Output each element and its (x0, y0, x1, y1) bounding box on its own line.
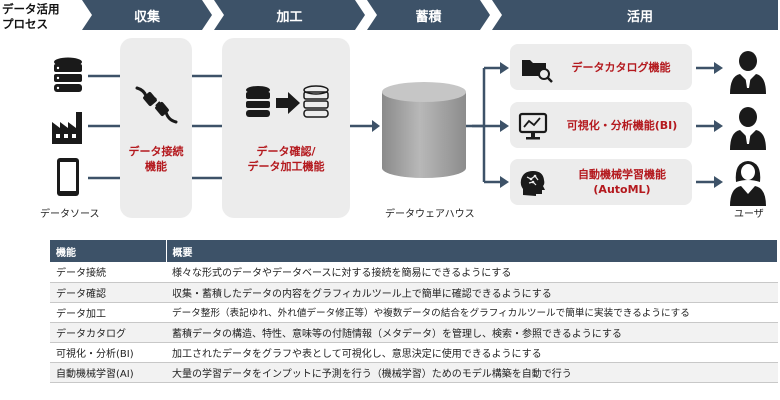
collect-panel (120, 38, 192, 218)
process-label: データ活用 プロセス (2, 2, 60, 31)
smartphone-icon (57, 158, 79, 196)
factory-icon (52, 112, 82, 144)
arrow-to-bi (500, 120, 509, 132)
db-transform-icon (246, 85, 329, 118)
arrow-to-user1 (714, 62, 723, 74)
arrow-to-automl (500, 176, 509, 188)
table-cell-summary: 収集・蓄積したデータの内容をグラフィカルツール上で簡単に確認できるようにする (166, 282, 778, 303)
plug-icon (135, 86, 178, 124)
automl-function-label: 自動機械学習機能 (AutoML) (578, 168, 666, 196)
stage-use-label: 活用 (626, 9, 653, 25)
user-male-icon (730, 51, 766, 94)
warehouse-cylinder-icon (382, 82, 466, 178)
catalog-function-label: データカタログ機能 (571, 61, 671, 74)
collect-label: データ接続 機能 (128, 145, 184, 173)
table-cell-function: データ加工 (50, 302, 166, 323)
stage-header-bar (82, 0, 778, 30)
user-male-icon-2 (730, 107, 766, 150)
sources-caption: データソース (40, 209, 100, 220)
stage-process-label: 加工 (276, 9, 303, 25)
user-female-icon (730, 161, 766, 206)
table-row: データカタログ 蓄積データの構造、特性、意味等の付随情報（メタデータ）を管理し、… (50, 322, 778, 343)
table-cell-function: 可視化・分析(BI) (50, 342, 166, 363)
brain-head-icon (520, 171, 545, 196)
process-panel (222, 38, 350, 218)
monitor-chart-icon (518, 112, 548, 140)
folder-search-icon (522, 60, 553, 83)
table-header-function: 機能 (50, 240, 167, 262)
table-cell-summary: 加工されたデータをグラフや表として可視化し、意思決定に使用できるようにする (166, 342, 778, 363)
process-label: データ確認/ データ加工機能 (247, 145, 325, 173)
stage-chevron-use (492, 0, 778, 30)
stage-chevron-collect (82, 0, 212, 30)
table-cell-summary: データ整形（表記ゆれ、外れ値データ修正等）や複数データの結合をグラフィカルツール… (166, 302, 778, 323)
warehouse-caption: データウェアハウス (385, 209, 475, 220)
table-row: 可視化・分析(BI) 加工されたデータをグラフや表として可視化し、意思決定に使用… (50, 342, 778, 363)
table-cell-summary: 様々な形式のデータやデータベースに対する接続を簡易にできるようにする (166, 262, 778, 283)
arrow-to-warehouse (372, 120, 380, 132)
bi-function-label: 可視化・分析機能(BI) (566, 119, 678, 132)
table-row: データ加工 データ整形（表記ゆれ、外れ値データ修正等）や複数データの結合をグラフ… (50, 302, 778, 323)
table-cell-function: データカタログ (50, 322, 166, 343)
table-cell-summary: 蓄積データの構造、特性、意味等の付随情報（メタデータ）を管理し、検索・参照できる… (166, 322, 778, 343)
table-cell-summary: 大量の学習データをインプットに予測を行う（機械学習）ためのモデル構築を自動で行う (166, 362, 778, 383)
table-cell-function: データ確認 (50, 282, 166, 303)
table-row: 自動機械学習(AI) 大量の学習データをインプットに予測を行う（機械学習）ための… (50, 362, 778, 383)
arrow-to-catalog (500, 62, 509, 74)
database-icon (54, 57, 82, 92)
table-row: データ接続 様々な形式のデータやデータベースに対する接続を簡易にできるようにする (50, 262, 778, 283)
stage-store-label: 蓄積 (415, 9, 442, 25)
arrow-to-user2 (714, 120, 723, 132)
users-caption: ユーザ (734, 209, 764, 220)
table-header-summary: 概要 (166, 240, 778, 262)
table-row: データ確認 収集・蓄積したデータの内容をグラフィカルツール上で簡単に確認できるよ… (50, 282, 778, 303)
bi-function-box (510, 102, 692, 148)
table-cell-function: データ接続 (50, 262, 166, 283)
stage-chevron-process (214, 0, 365, 30)
function-description-table: 機能 概要 データ接続 様々な形式のデータやデータベースに対する接続を簡易にでき… (50, 240, 778, 383)
table-cell-function: 自動機械学習(AI) (50, 362, 166, 383)
flow-lines (88, 62, 723, 188)
arrow-to-user3 (714, 176, 723, 188)
stage-collect-label: 収集 (133, 9, 160, 25)
stage-chevron-store (367, 0, 490, 30)
